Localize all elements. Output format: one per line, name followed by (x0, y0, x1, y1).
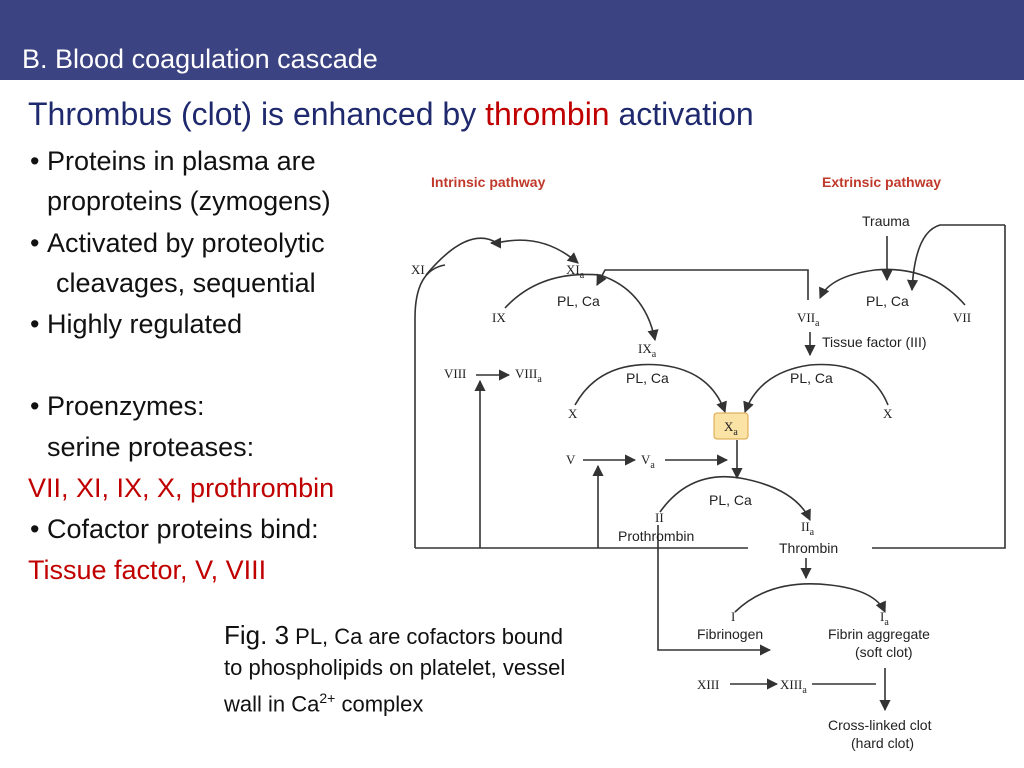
viiia-sub: a (537, 374, 542, 385)
xa-sub: a (733, 427, 738, 438)
xi-arc (425, 237, 579, 276)
fibrin-aggregate-label: Fibrin aggregate (828, 626, 930, 642)
va-main: V (641, 452, 651, 467)
ia-main: I (880, 609, 884, 624)
bullet-1-line1: Proteins in plasma are (46, 146, 316, 176)
viii-label: VIII (444, 366, 466, 381)
feedback-to-vii (906, 224, 1005, 292)
xia-sub: a (580, 270, 585, 281)
cofactor-list: Tissue factor, V, VIII (28, 555, 267, 585)
viia-sub: a (815, 318, 820, 329)
ii-label: II (655, 510, 664, 525)
intrinsic-pathway-label: Intrinsic pathway (431, 174, 546, 190)
xiiia-sub: a (802, 685, 807, 696)
xia-main: XI (566, 262, 580, 277)
ixa-main: IX (638, 341, 652, 356)
bullet-5-text: Cofactor proteins bind: (46, 514, 319, 544)
pl-ca-label-3: PL, Ca (626, 370, 669, 386)
figure-caption: Fig. 3 PL, Ca are cofactors bound to pho… (224, 620, 584, 719)
vii-label: VII (953, 310, 971, 325)
soft-clot-label: (soft clot) (855, 644, 913, 660)
va-label: Va (641, 452, 655, 471)
bullet-4-line2: serine proteases: (47, 432, 255, 462)
tissue-factor-label: Tissue factor (III) (822, 334, 927, 350)
iia-label: IIa (801, 519, 815, 538)
heading-highlight: thrombin (485, 96, 610, 132)
pl-ca-label-4: PL, Ca (790, 370, 833, 386)
bullet-1-line2: proproteins (zymogens) (47, 186, 331, 216)
slide-heading: Thrombus (clot) is enhanced by thrombin … (28, 96, 754, 133)
i-label: I (731, 609, 735, 624)
viiia-main: VIII (515, 366, 537, 381)
viiia-label: VIIIa (515, 366, 542, 385)
v-label: V (566, 452, 576, 467)
feedback-frame-left (414, 264, 446, 548)
xia-to-viia-path (596, 269, 809, 300)
xiiia-main: XIII (780, 677, 802, 692)
fibrinogen-label: Fibrinogen (697, 626, 763, 642)
x-left-arc (574, 363, 727, 414)
fibrinogen-arc (734, 583, 886, 614)
bullet-4-line1: Proenzymes: (46, 391, 205, 421)
bullet-4: • Proenzymes: (30, 391, 205, 421)
viia-label: VIIa (797, 310, 820, 329)
va-sub: a (650, 460, 655, 471)
ix-arc (504, 273, 659, 342)
bullet-3: • Highly regulated (30, 309, 243, 339)
thrombin-label: Thrombin (779, 540, 838, 556)
heading-part1: Thrombus (clot) is enhanced by (28, 96, 486, 132)
pl-ca-label-2: PL, Ca (866, 293, 909, 309)
bullet-2-line2: cleavages, sequential (56, 268, 316, 298)
xa-label: Xa (724, 419, 738, 438)
heading-part2: activation (609, 96, 754, 132)
proenzyme-list: VII, XI, IX, X, prothrombin (28, 473, 335, 503)
feedback-frame-right (872, 225, 1006, 549)
thrombin-to-xiii-line (657, 525, 772, 656)
caption-fig-label: Fig. 3 (224, 620, 290, 650)
cross-linked-clot-label: Cross-linked clot (828, 717, 932, 733)
ia-label: Ia (880, 609, 889, 628)
xa-main: X (724, 419, 734, 434)
trauma-label: Trauma (862, 213, 910, 229)
hard-clot-label: (hard clot) (851, 735, 914, 751)
ix-label: IX (492, 310, 506, 325)
ixa-label: IXa (638, 341, 657, 360)
pl-ca-label-5: PL, Ca (709, 492, 752, 508)
bullet-5: • Cofactor proteins bind: (30, 514, 319, 544)
ixa-sub: a (652, 349, 657, 360)
xiiia-label: XIIIa (780, 677, 807, 696)
xiii-label: XIII (697, 677, 719, 692)
bullet-2: • Activated by proteolytic (30, 228, 325, 258)
bullet-1: • Proteins in plasma are (30, 146, 316, 176)
xi-label: XI (411, 262, 425, 277)
caption-text2: complex (335, 691, 424, 717)
pl-ca-label-1: PL, Ca (557, 293, 600, 309)
title-bar: B. Blood coagulation cascade (0, 0, 1024, 80)
prothrombin-label: Prothrombin (618, 528, 694, 544)
bullet-3-text: Highly regulated (46, 309, 243, 339)
caption-text1: PL, Ca are cofactors bound to phospholip… (224, 624, 566, 717)
x-right-label: X (883, 406, 893, 421)
connector-lines (414, 224, 1006, 712)
vii-arc (819, 268, 966, 306)
xia-label: XIa (566, 262, 585, 281)
caption-superscript: 2+ (319, 690, 336, 706)
slide-title: B. Blood coagulation cascade (22, 44, 378, 74)
iia-main: II (801, 519, 810, 534)
xa-box (713, 412, 749, 440)
viia-main: VII (797, 310, 815, 325)
ia-sub: a (884, 617, 889, 628)
prothrombin-arc (659, 476, 811, 522)
bullet-2-line1: Activated by proteolytic (46, 228, 325, 258)
x-left-label: X (568, 406, 578, 421)
x-right-arc (743, 363, 889, 414)
extrinsic-pathway-label: Extrinsic pathway (822, 174, 941, 190)
iia-sub: a (810, 527, 815, 538)
